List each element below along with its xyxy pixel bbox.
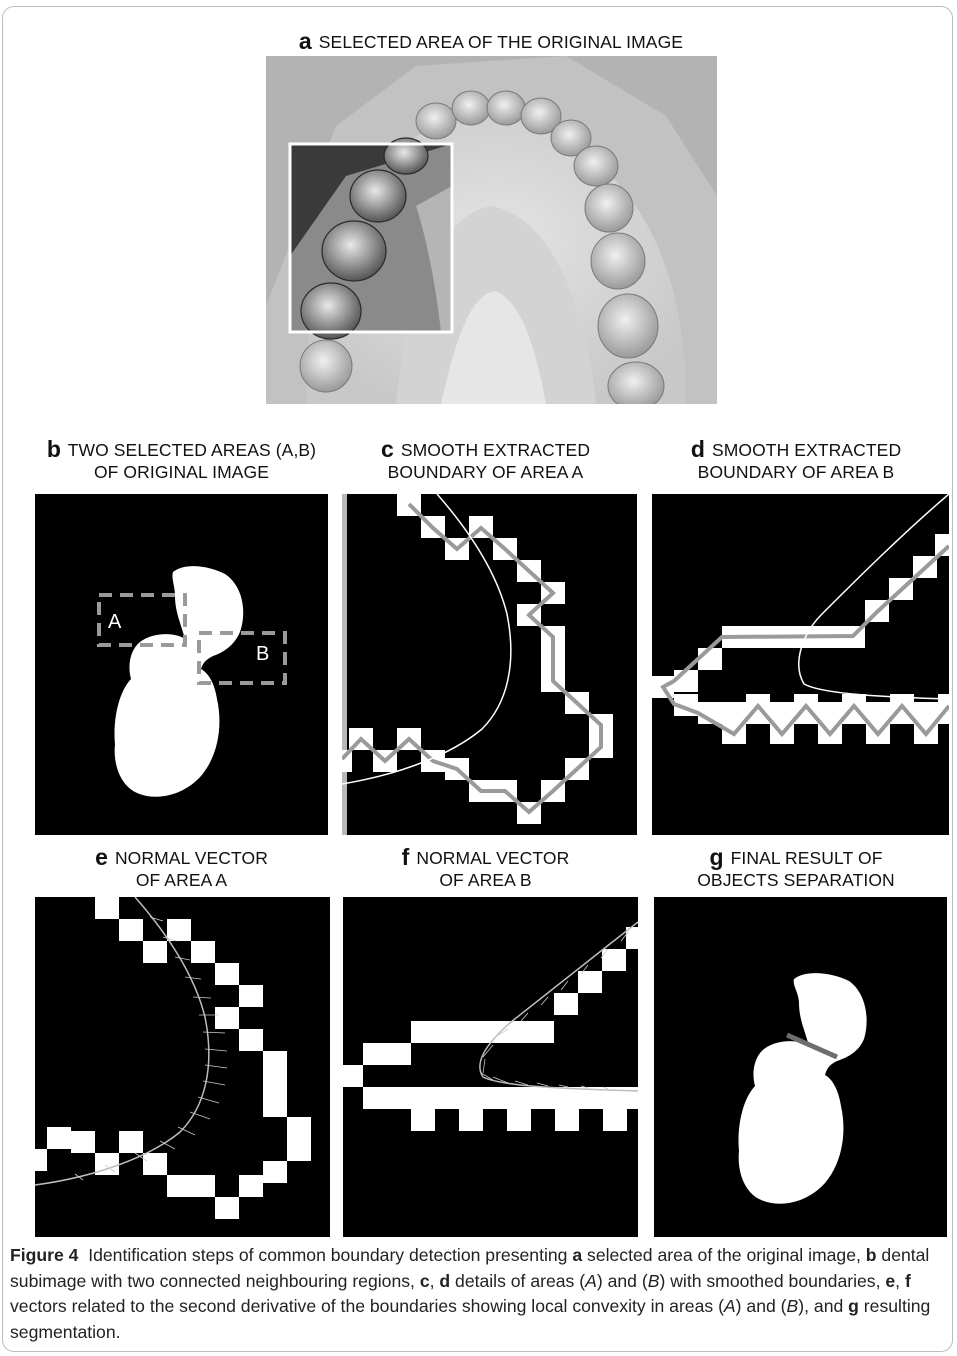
caption-letter-f: f — [905, 1271, 911, 1291]
caption-letter-e: e — [885, 1271, 895, 1291]
caption-text-9: vectors related to the second derivative… — [10, 1296, 724, 1316]
panel-f-title-line2: OF AREA B — [439, 870, 531, 890]
panel-b-title-line2: OF ORIGINAL IMAGE — [94, 462, 269, 482]
panel-g-title-line1: FINAL RESULT OF — [731, 848, 883, 868]
caption-label: Figure 4 — [10, 1245, 78, 1265]
panel-d-title: d SMOOTH EXTRACTED BOUNDARY OF AREA B — [640, 438, 952, 483]
caption-area-b-2: B — [787, 1296, 799, 1316]
panel-d-boundary-area-b — [652, 494, 949, 835]
panel-f-letter: f — [402, 844, 410, 870]
panel-b-title-line1: TWO SELECTED AREAS (A,B) — [68, 440, 316, 460]
caption-text-1: Identification steps of common boundary … — [88, 1245, 572, 1265]
panel-g-letter: g — [709, 844, 723, 870]
caption-area-b-1: B — [648, 1271, 660, 1291]
caption-text-4: , — [430, 1271, 440, 1291]
panel-d-title-line1: SMOOTH EXTRACTED — [712, 440, 901, 460]
panel-c-letter: c — [381, 436, 394, 462]
caption-area-a-2: A — [724, 1296, 736, 1316]
area-a-label: A — [108, 611, 122, 633]
panel-b-binary-mask: A B — [35, 494, 328, 835]
caption-text-11: ), and — [798, 1296, 848, 1316]
caption-letter-b: b — [866, 1245, 877, 1265]
panel-e-title: e NORMAL VECTOR OF AREA A — [20, 846, 343, 891]
panel-a-title: a SELECTED AREA OF THE ORIGINAL IMAGE — [266, 30, 716, 53]
panel-e-title-line1: NORMAL VECTOR — [115, 848, 268, 868]
caption-text-2: selected area of the original image, — [582, 1245, 866, 1265]
caption-letter-c: c — [420, 1271, 430, 1291]
panel-c-title: c SMOOTH EXTRACTED BOUNDARY OF AREA A — [330, 438, 641, 483]
panel-g-segmentation-result — [654, 897, 947, 1237]
caption-text-8: , — [895, 1271, 905, 1291]
caption-text-10: ) and ( — [736, 1296, 787, 1316]
panel-a-dental-cast-image — [266, 56, 717, 404]
panel-b-letter: b — [47, 436, 61, 462]
panel-e-letter: e — [95, 844, 108, 870]
caption-text-6: ) and ( — [597, 1271, 648, 1291]
caption-letter-g: g — [848, 1296, 859, 1316]
panel-f-title-line1: NORMAL VECTOR — [416, 848, 569, 868]
caption-letter-d: d — [439, 1271, 450, 1291]
panel-a-letter: a — [299, 28, 312, 54]
caption-text-5: details of areas ( — [450, 1271, 585, 1291]
panel-e-normal-vectors-area-a — [35, 897, 330, 1237]
panel-f-normal-vectors-area-b — [343, 897, 638, 1237]
panel-d-letter: d — [691, 436, 705, 462]
panel-b-title: b TWO SELECTED AREAS (A,B) OF ORIGINAL I… — [20, 438, 343, 483]
panel-c-title-line2: BOUNDARY OF AREA A — [388, 462, 584, 482]
panel-a-title-text: SELECTED AREA OF THE ORIGINAL IMAGE — [319, 32, 683, 52]
panel-d-title-line2: BOUNDARY OF AREA B — [698, 462, 895, 482]
panel-e-title-line2: OF AREA A — [136, 870, 227, 890]
caption-area-a-1: A — [585, 1271, 597, 1291]
area-b-label: B — [256, 643, 269, 665]
panel-g-title: g FINAL RESULT OF OBJECTS SEPARATION — [640, 846, 952, 891]
figure-caption: Figure 4 Identification steps of common … — [10, 1243, 950, 1345]
panel-f-title: f NORMAL VECTOR OF AREA B — [330, 846, 641, 891]
panel-c-title-line1: SMOOTH EXTRACTED — [401, 440, 590, 460]
panel-g-title-line2: OBJECTS SEPARATION — [697, 870, 895, 890]
caption-letter-a: a — [572, 1245, 582, 1265]
caption-text-7: ) with smoothed boundaries, — [659, 1271, 885, 1291]
panel-c-boundary-area-a — [342, 494, 637, 835]
